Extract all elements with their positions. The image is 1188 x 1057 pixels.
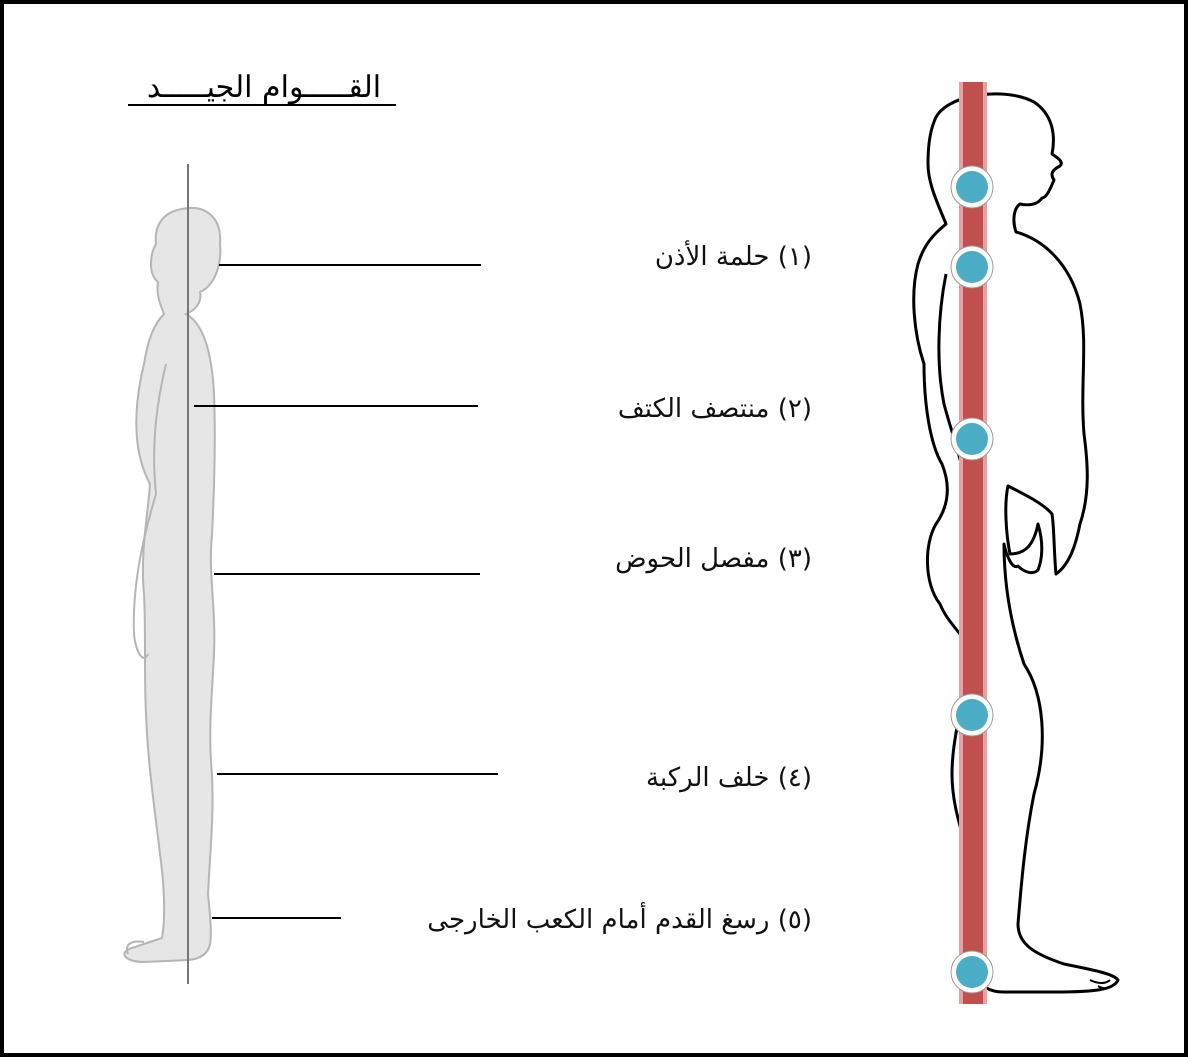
right-posture-figure (894, 74, 1134, 1014)
marker-mid-shoulder (951, 246, 993, 288)
label-ear-lobe: (١) حلمة الأذن (655, 237, 812, 277)
pointer-line-3 (214, 573, 480, 575)
label-mid-shoulder: (٢) منتصف الكتف (618, 389, 812, 429)
marker-hip-joint (951, 418, 993, 460)
pointer-line-2 (194, 405, 478, 407)
title-underline (128, 104, 396, 106)
marker-ankle (951, 951, 993, 993)
right-figure-outline (914, 94, 1118, 992)
label-hip-joint: (٣) مفصل الحوض (615, 539, 812, 579)
label-ankle: (٥) رسغ القدم أمام الكعب الخارجى (427, 900, 812, 940)
left-figure-body (124, 208, 220, 962)
label-behind-knee: (٤) خلف الركبة (646, 758, 812, 798)
diagram-title: القـــــوام الجيـــــد (114, 70, 414, 114)
right-figure-foot-toes (1090, 980, 1114, 988)
pointer-line-4 (217, 773, 498, 775)
red-plumb-line-core (963, 82, 983, 1004)
pointer-line-5 (212, 917, 341, 919)
pointer-line-1 (219, 264, 481, 266)
marker-ear-lobe (951, 166, 993, 208)
marker-behind-knee (951, 694, 993, 736)
